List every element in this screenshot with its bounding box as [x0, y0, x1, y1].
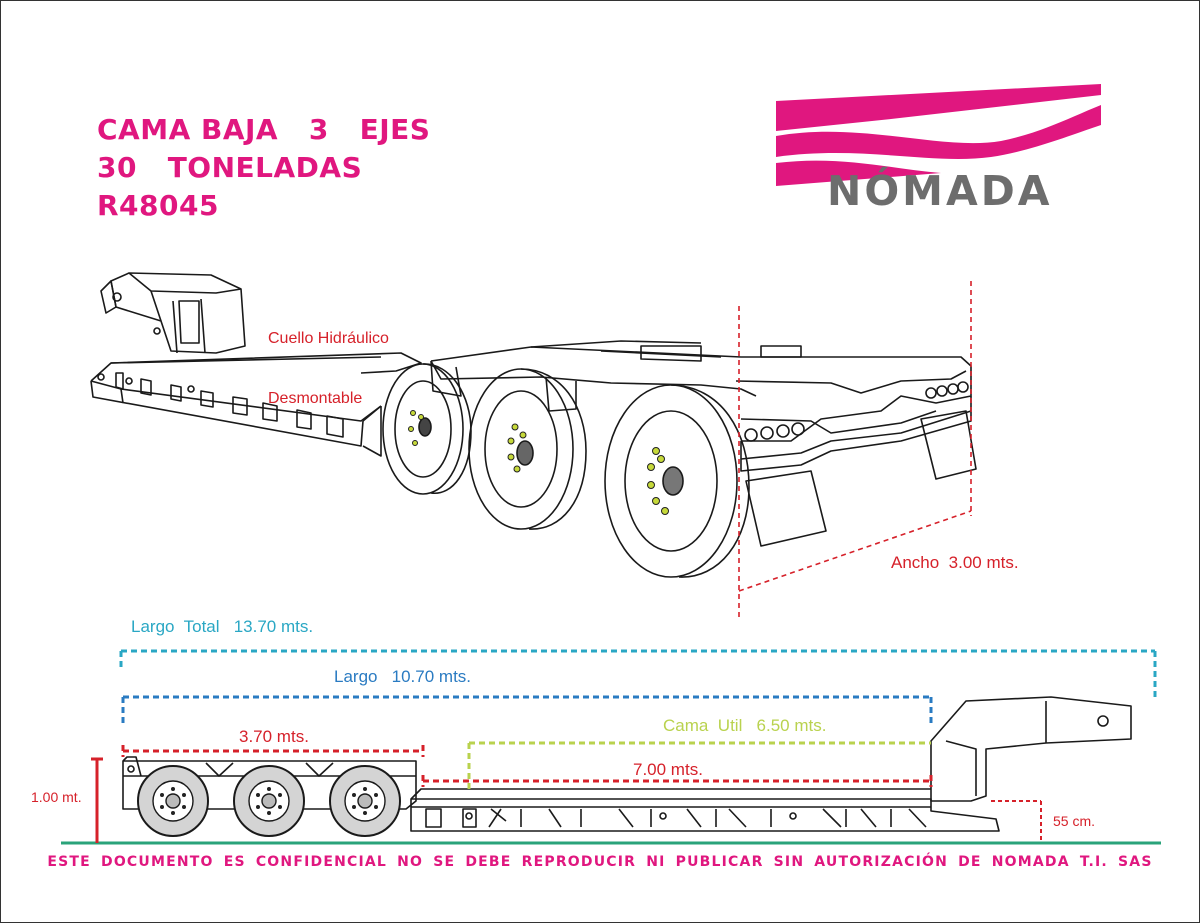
height-label: 1.00 mt.: [31, 789, 82, 805]
perspective-rear-frame: [430, 340, 977, 547]
length-dimension: [121, 695, 933, 723]
title-line-reference: R48045: [97, 189, 219, 222]
logo-wordmark: NÓMADA: [827, 167, 1053, 215]
total-length-dimension: [119, 649, 1157, 697]
deck-length-label: 7.00 mts.: [633, 760, 703, 779]
length-label: Largo 10.70 mts.: [334, 667, 472, 686]
deck-length-dimension: [421, 775, 933, 787]
side-view-hubs: [152, 780, 386, 822]
perspective-wheels: [382, 363, 750, 578]
deck-height-dimension: [991, 800, 1042, 843]
deck-height-label: 55 cm.: [1053, 813, 1096, 829]
perspective-lug-nuts: [408, 410, 669, 515]
axle-length-dimension: [121, 745, 425, 757]
width-dimension: [738, 281, 972, 621]
height-dimension: [91, 757, 103, 843]
title-block: CAMA BAJA 3 EJES 30 TONELADAS R48045: [97, 111, 430, 225]
title-line-capacity: 30 TONELADAS: [97, 151, 363, 184]
axle-length-label: 3.70 mts.: [239, 727, 309, 746]
useful-bed-label: Cama Util 6.50 mts.: [663, 716, 827, 735]
nomada-wave-logo-icon: [776, 84, 1101, 186]
neck-note-line1: Cuello Hidráulico: [268, 330, 389, 347]
neck-note-line2: Desmontable: [268, 390, 363, 407]
side-view-lug-nuts: [160, 787, 378, 815]
useful-bed-dimension: [467, 741, 931, 791]
confidentiality-notice: ESTE DOCUMENTO ES CONFIDENCIAL NO SE DEB…: [47, 854, 1153, 870]
neck-note: Cuello Hidráulico Desmontable: [268, 289, 389, 449]
title-line-model: CAMA BAJA 3 EJES: [97, 113, 431, 146]
width-label: Ancho 3.00 mts.: [891, 553, 1019, 572]
perspective-gooseneck: [100, 272, 246, 354]
perspective-deck: [90, 352, 422, 457]
total-length-label: Largo Total 13.70 mts.: [131, 617, 314, 636]
side-view-trailer: [122, 696, 1132, 832]
